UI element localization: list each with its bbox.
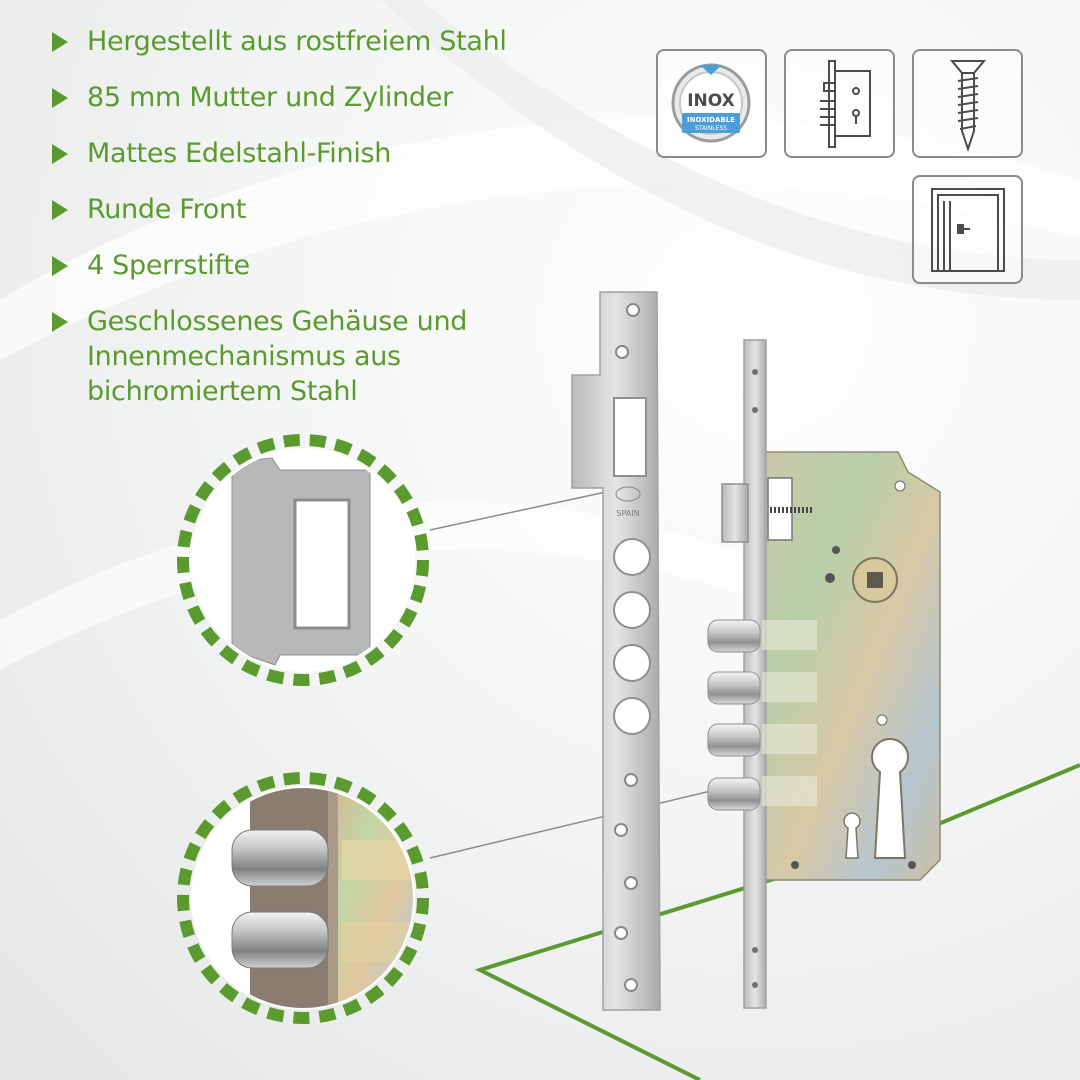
mortise-lock bbox=[707, 339, 941, 1009]
feature-text: Geschlossenes Gehäuse und Innenmechanism… bbox=[87, 306, 468, 407]
door-badge bbox=[912, 175, 1023, 284]
arrow-bullet-icon bbox=[52, 144, 68, 164]
feature-text: Mattes Edelstahl-Finish bbox=[87, 138, 392, 169]
feature-item: Runde Front bbox=[50, 192, 570, 227]
arrow-bullet-icon bbox=[52, 32, 68, 52]
inox-badge-icon: INOX INOXIDABLE STAINLESS bbox=[671, 63, 751, 143]
strike-plate-mark: SPAIN bbox=[616, 509, 639, 518]
callout-line bbox=[429, 489, 616, 531]
arrow-bullet-icon bbox=[52, 88, 68, 108]
mortise-lock-badge bbox=[784, 49, 895, 158]
dashed-ring bbox=[177, 434, 429, 686]
inox-line1: INOXIDABLE bbox=[687, 116, 735, 124]
mortise-lock-icon bbox=[820, 60, 871, 148]
inox-title: INOX bbox=[687, 91, 735, 111]
feature-list: Hergestellt aus rostfreiem Stahl 85 mm M… bbox=[50, 24, 570, 430]
feature-text: 85 mm Mutter und Zylinder bbox=[87, 82, 453, 113]
feature-item: Hergestellt aus rostfreiem Stahl bbox=[50, 24, 570, 59]
dashed-ring bbox=[177, 772, 429, 1024]
door-icon bbox=[931, 188, 1005, 272]
arrow-bullet-icon bbox=[52, 312, 68, 332]
feature-item: Mattes Edelstahl-Finish bbox=[50, 136, 570, 171]
feature-text: Hergestellt aus rostfreiem Stahl bbox=[87, 26, 507, 57]
feature-text: Runde Front bbox=[87, 194, 247, 225]
inox-line2: STAINLESS bbox=[695, 125, 727, 132]
inox-badge: INOX INOXIDABLE STAINLESS bbox=[656, 49, 767, 158]
screw-icon bbox=[949, 60, 987, 153]
pins-detail bbox=[177, 772, 429, 1024]
feature-item: Geschlossenes Gehäuse und Innenmechanism… bbox=[50, 304, 487, 409]
feature-item: 85 mm Mutter und Zylinder bbox=[50, 80, 570, 115]
arrow-bullet-icon bbox=[52, 200, 68, 220]
feature-text: 4 Sperrstifte bbox=[87, 250, 250, 281]
feature-item: 4 Sperrstifte bbox=[50, 248, 570, 283]
feature-icons: INOX INOXIDABLE STAINLESS bbox=[656, 49, 1026, 289]
arrow-bullet-icon bbox=[52, 256, 68, 276]
strike-plate-detail bbox=[177, 434, 429, 686]
callout-line bbox=[429, 789, 716, 859]
screw-badge bbox=[912, 49, 1023, 158]
strike-plate: SPAIN bbox=[571, 291, 661, 1011]
